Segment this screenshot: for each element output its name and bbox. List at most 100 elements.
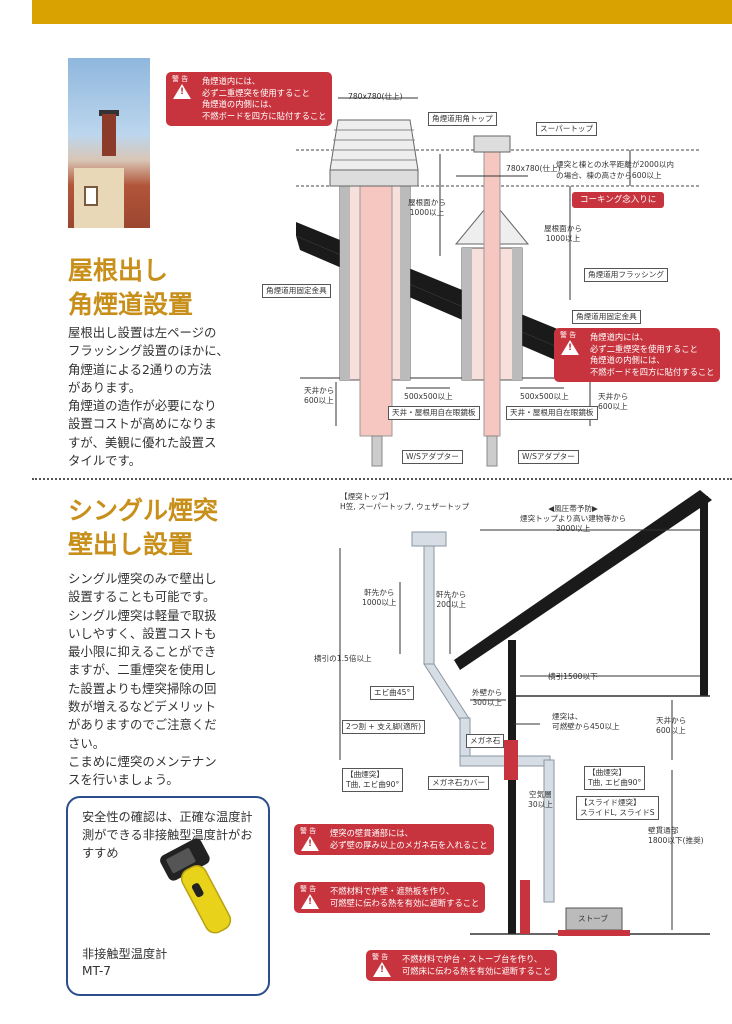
thermometer-model-label: 非接触型温度計 (82, 947, 168, 961)
label-line: 煙突は、 (552, 712, 583, 721)
body-line: すが、美観に優れた設置ス (68, 434, 217, 450)
label-distance-note-2: の場合、棟の高さから600以上 (556, 171, 662, 180)
label-slide: 【スライド煙突】スライドL, スライドS (576, 796, 659, 820)
left-flue-wall-l (340, 180, 350, 380)
house-window (84, 186, 98, 206)
thermometer-illustration (160, 838, 232, 934)
tall-building-wall (700, 496, 708, 696)
header-band (32, 0, 732, 24)
body-line: がありますのでご注意くだ (68, 717, 217, 733)
label-line: 天井から (304, 386, 335, 395)
label-futatsuwari: 2つ割 + 支え脚(適所) (342, 720, 426, 734)
chimney-cap (99, 110, 119, 116)
right-ws-adapter (486, 435, 498, 467)
label-size-top: 780x780(仕上) (348, 92, 403, 101)
body-line: 設置コストが高めになりま (68, 416, 217, 432)
section1-title-line1: 屋根出し (68, 256, 169, 285)
body-line: シングル煙突は軽量で取扱 (68, 607, 217, 623)
roof-chimney-photo (68, 58, 150, 228)
right-flue-wall-r (512, 248, 522, 380)
label-yokobiki-1-5: 横引の1.5倍以上 (314, 654, 372, 663)
warning-line: 必ず壁の厚み以上のメガネ石を入れること (330, 839, 488, 850)
warning-box-2: 警 告 ! 角煙道内には、 必ず二重煙突を使用すること 角煙道の内側には、 不燃… (554, 328, 721, 382)
label-line: 1000以上 (409, 208, 445, 217)
vertical-pipe-top (423, 543, 435, 665)
body-line: タイルです。 (68, 453, 142, 469)
label-line: ◀風圧帯予防▶ (548, 504, 598, 513)
warning-triangle-icon (301, 836, 319, 851)
stove-hearth (558, 930, 630, 936)
thermometer-name: 非接触型温度計 MT-7 (82, 946, 167, 980)
label-line: H笠, スーパートップ, ウェザートップ (340, 502, 470, 511)
body-line: 設置することも可能です。 (68, 589, 216, 605)
label-line: スライドL, スライドS (580, 808, 655, 817)
section1-title-line2: 角煙道設置 (68, 290, 194, 319)
warning-box-1: 警 告 ! 角煙道内には、 必ず二重煙突を使用すること 角煙道の内側には、 不燃… (166, 72, 333, 126)
body-line: 最小限に抑えることができ (68, 644, 217, 660)
warning-tag: 警 告 (560, 331, 577, 339)
label-line: 軒先から (364, 588, 395, 597)
left-flue-wall-r (400, 180, 410, 380)
label-entotsu-wa: 煙突は、可燃壁から450以上 (552, 712, 620, 732)
warning-line: 不燃材料で炉壁・遮熱板を作り、 (330, 886, 455, 896)
warning-line: 不燃材料で炉台・ストーブ台を作り、 (402, 954, 543, 964)
label-line: 1000以上 (362, 598, 397, 607)
chimney (102, 114, 116, 156)
label-line: 屋根面から (408, 198, 446, 207)
label-size-500-b: 500x500以上 (520, 392, 569, 401)
body-line: 角煙道の造作が必要になり (68, 398, 217, 414)
label-line: T曲, エビ曲90° (588, 778, 642, 787)
heat-shield (520, 880, 530, 934)
label-line: 屋根面から (544, 224, 582, 233)
right-super-top (473, 135, 511, 153)
label-line: 600以上 (598, 402, 628, 411)
warning-line: 不燃ボードを四方に貼付すること (590, 366, 715, 377)
label-line: T曲, エビ曲90° (346, 780, 400, 789)
warning-exclaim-icon: ! (308, 897, 313, 907)
label-yokobiki-1500: 横引1500以下 (548, 672, 598, 681)
body-line: さい。 (68, 735, 106, 751)
section-divider (32, 478, 732, 480)
label-megane-ishi: メガネ石 (466, 734, 505, 748)
label-kakuen-top: 角煙道用角トップ (428, 112, 497, 126)
label-size-500-a: 500x500以上 (404, 392, 453, 401)
label-line: 200以上 (436, 600, 467, 609)
warning-line: 必ず二重煙突を使用すること (590, 343, 698, 354)
warning-triangle-icon (561, 340, 579, 355)
warning-triangle-icon (173, 84, 191, 99)
body-line: 数が増えるなどデメリット (68, 699, 217, 715)
label-kotei-left: 角煙道用固定金具 (262, 284, 331, 298)
left-square-top (329, 119, 419, 171)
warning-line: 角煙道内には、 (590, 332, 649, 342)
label-line: 1000以上 (545, 234, 581, 243)
warning-exclaim-icon: ! (380, 965, 385, 975)
label-line: 【スライド煙突】 (580, 798, 641, 807)
warning-line: 角煙道の内側には、 (590, 355, 665, 365)
section2-title-line1: シングル煙突 (68, 496, 219, 525)
label-line: 壁貫通部 (648, 826, 679, 835)
label-ws-b: W/Sアダプター (518, 450, 579, 464)
warning-line: 必ず二重煙突を使用すること (202, 87, 310, 98)
house-wall (74, 168, 124, 228)
warning-triangle-icon (373, 962, 391, 977)
warning-line: 不燃ボードを四方に貼付すること (202, 110, 327, 121)
label-kyoku-right: 【曲煙突】T曲, エビ曲90° (584, 766, 646, 790)
thermo-line: すすめ (82, 846, 119, 860)
warning-box-4: 警 告 ! 不燃材料で炉壁・遮熱板を作り、 可燃壁に伝わる熱を有効に遮断すること (294, 882, 486, 913)
label-ebi45: エビ曲45° (370, 686, 415, 700)
label-ws-a: W/Sアダプター (402, 450, 463, 464)
warning-tag: 警 告 (300, 827, 317, 835)
body-line: 角煙道による2通りの方法 (68, 361, 212, 377)
right-double-pipe (483, 149, 501, 437)
warning-exclaim-icon: ! (180, 87, 185, 97)
label-line: 300以上 (472, 698, 503, 707)
